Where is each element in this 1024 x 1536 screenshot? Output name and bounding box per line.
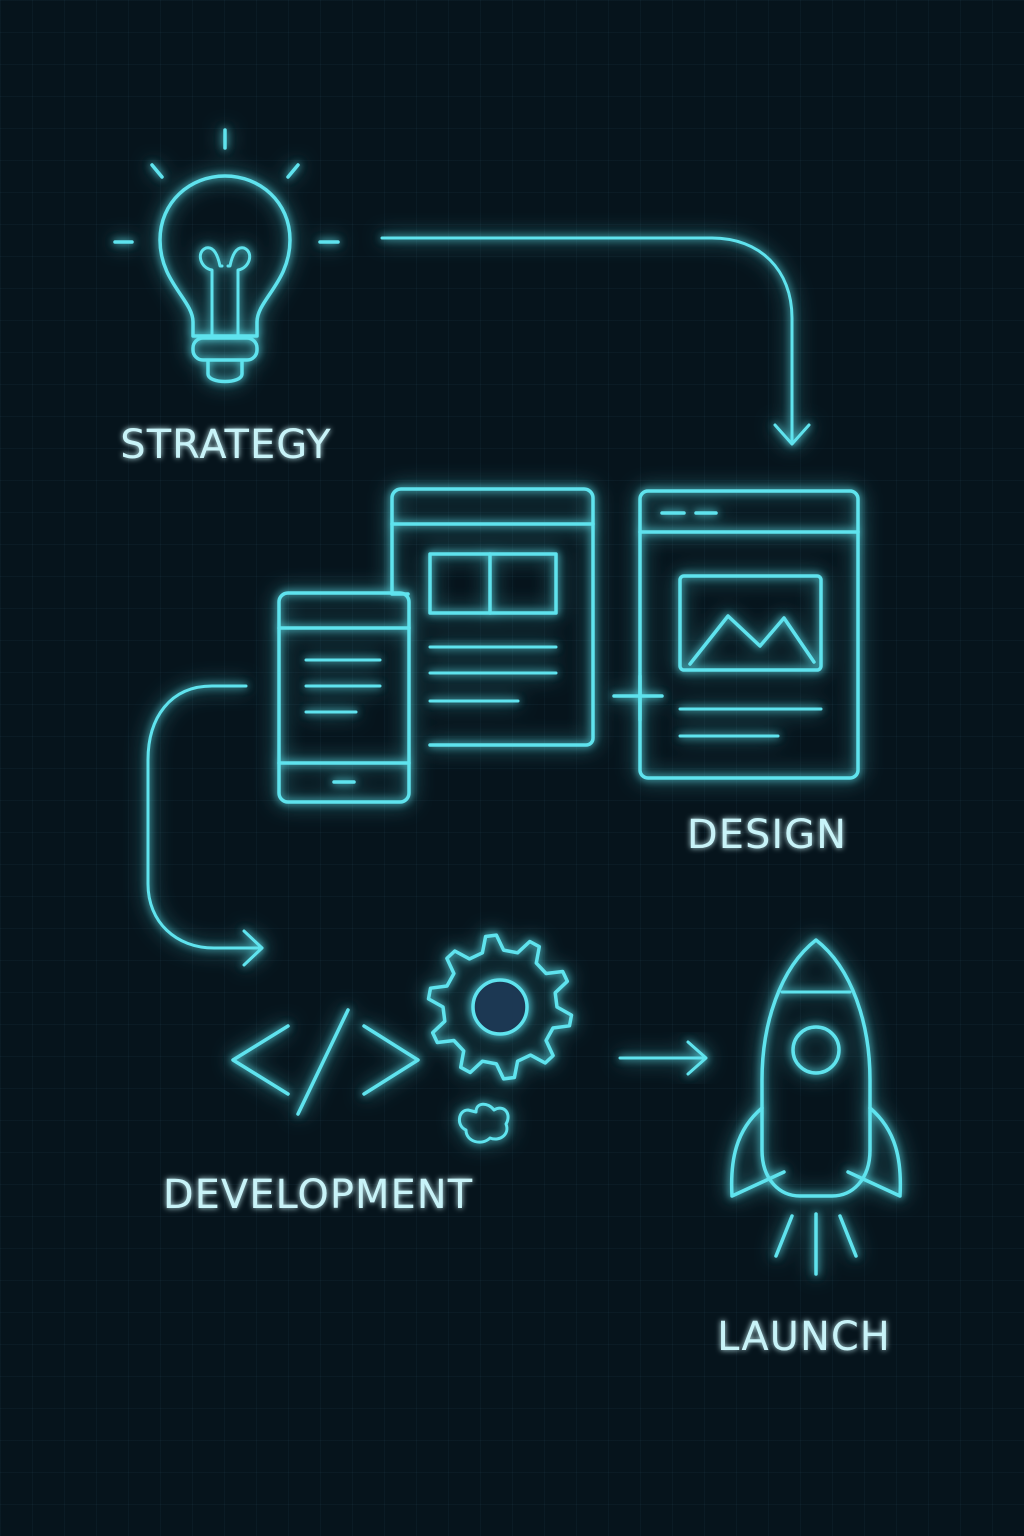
launch-label: LAUNCH [717, 1314, 891, 1360]
arrow-development-to-launch [618, 1040, 708, 1076]
arrow-design-to-development [146, 684, 264, 967]
strategy-label: STRATEGY [120, 422, 331, 468]
lightbulb-icon [113, 128, 340, 384]
arrow-strategy-to-design [380, 236, 811, 446]
code-gear-icon [231, 933, 574, 1144]
cog-fragment-icon [458, 1102, 510, 1144]
screens-icon [277, 487, 860, 804]
design-label: DESIGN [687, 812, 847, 858]
development-label: DEVELOPMENT [163, 1172, 473, 1218]
gear-icon [426, 933, 574, 1081]
rocket-icon [729, 938, 903, 1276]
